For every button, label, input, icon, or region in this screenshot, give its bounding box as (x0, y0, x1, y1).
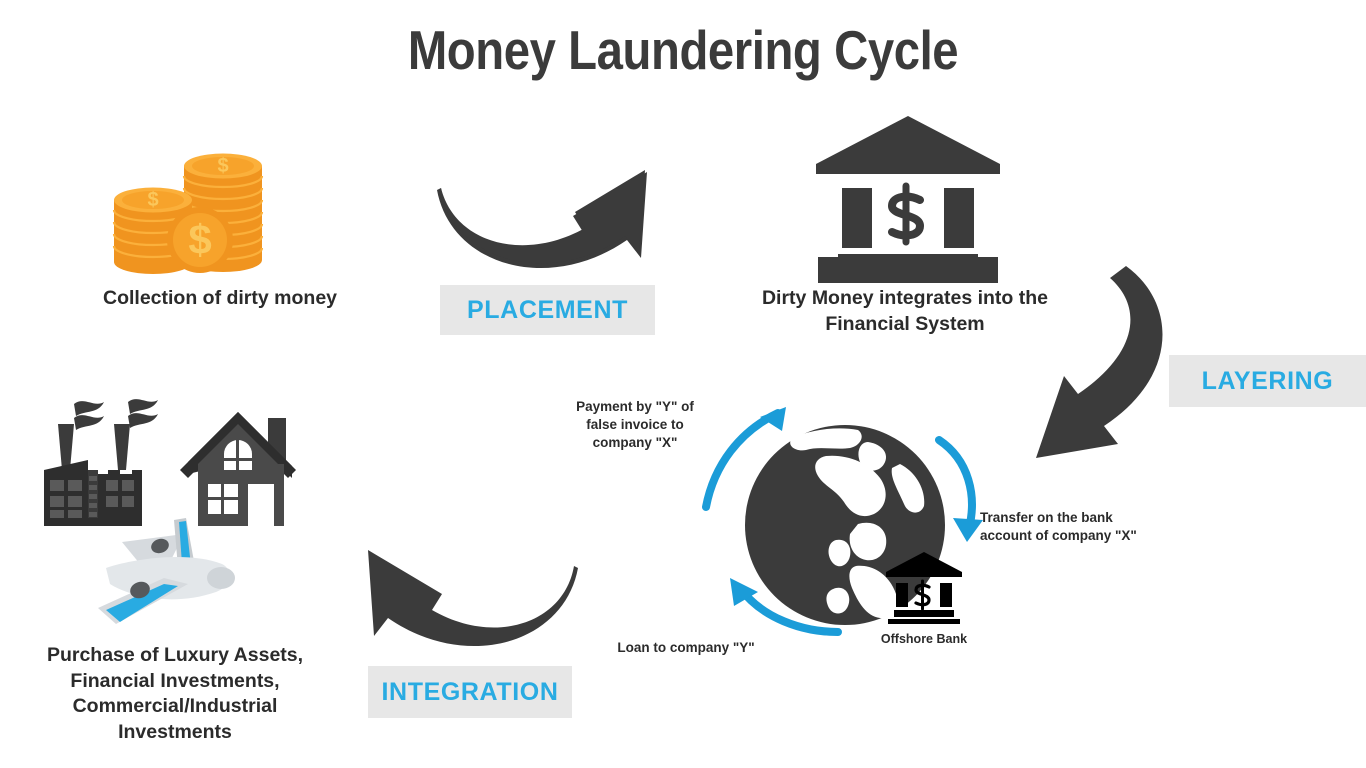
blue-arrow-loan-icon (716, 570, 846, 640)
luxury-assets-icons (36, 392, 326, 628)
stage-chip-layering[interactable]: LAYERING (1169, 355, 1366, 407)
blue-arrow-payment-icon (690, 395, 800, 515)
loan-caption: Loan to company "Y" (617, 640, 755, 655)
airplane-icon (98, 518, 235, 624)
assets-caption-line-2: Financial Investments, (70, 669, 280, 692)
page-title: Money Laundering Cycle (407, 19, 959, 81)
dirty-money-caption: Collection of dirty money (102, 287, 338, 309)
offshore-bank-label: Offshore Bank (880, 632, 968, 646)
house-icon (180, 412, 296, 526)
svg-text:$: $ (188, 216, 211, 263)
arrow-layering-icon (1030, 258, 1210, 463)
bank-caption-line-2: Financial System (825, 312, 985, 335)
gold-coins-icon: $ $ $ (104, 128, 268, 280)
payment-caption-line-3: company "X" (592, 434, 678, 450)
assets-caption-line-1: Purchase of Luxury Assets, (46, 644, 304, 666)
blue-arrow-transfer-icon (925, 430, 995, 550)
stage-label-placement: PLACEMENT (467, 295, 628, 324)
offshore-bank-icon (884, 550, 964, 624)
stage-label-layering: LAYERING (1201, 366, 1334, 395)
stage-chip-integration[interactable]: INTEGRATION (368, 666, 572, 718)
payment-caption-line-1: Payment by "Y" of (576, 399, 694, 414)
stage-chip-placement[interactable]: PLACEMENT (440, 285, 655, 335)
assets-caption-line-4: Investments (118, 721, 232, 744)
bank-caption-line-1: Dirty Money integrates into the (761, 287, 1049, 309)
payment-caption-line-2: false invoice to (586, 416, 684, 432)
transfer-caption-line-2: account of company "X" (980, 527, 1137, 543)
assets-caption: Purchase of Luxury Assets, Financial Inv… (10, 643, 340, 746)
arrow-integration-icon (355, 528, 590, 653)
svg-text:$: $ (147, 189, 158, 211)
bank-base-icon (812, 255, 1004, 285)
payment-caption: Payment by "Y" of false invoice to compa… (540, 398, 730, 451)
bank-caption: Dirty Money integrates into the Financia… (700, 286, 1110, 337)
arrow-placement-icon (425, 150, 660, 275)
factory-icon (44, 399, 158, 526)
assets-caption-line-3: Commercial/Industrial (72, 695, 278, 718)
transfer-caption: Transfer on the bank account of company … (980, 509, 1190, 545)
transfer-caption-line-1: Transfer on the bank (980, 510, 1113, 525)
stage-label-integration: INTEGRATION (381, 677, 559, 706)
svg-text:$: $ (217, 155, 228, 177)
